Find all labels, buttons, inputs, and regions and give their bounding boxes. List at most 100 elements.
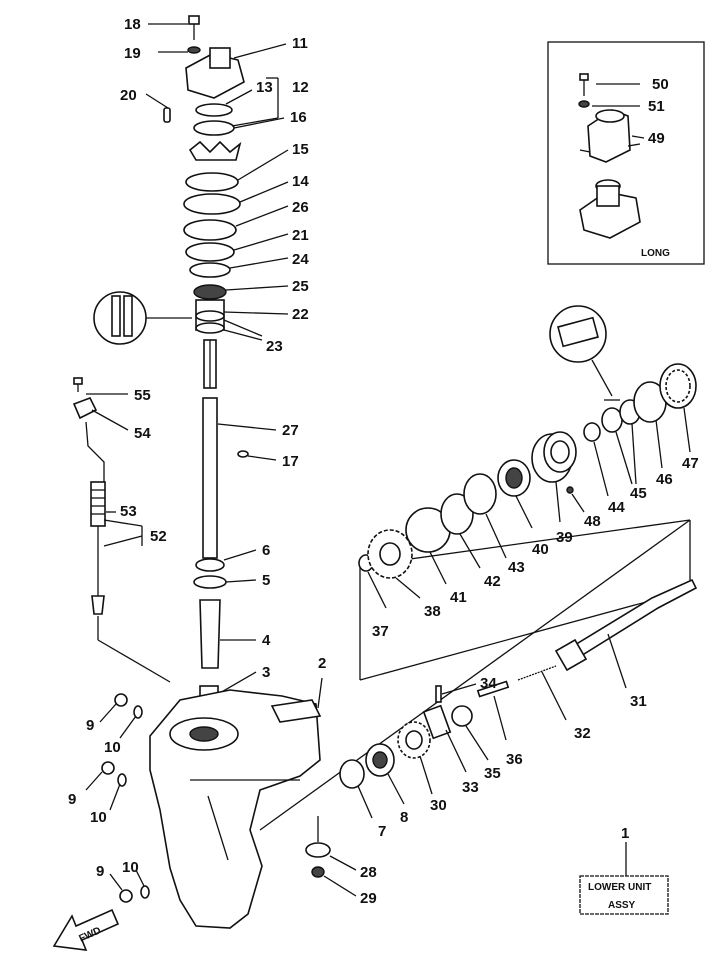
leaders-prop-shaft (357, 633, 627, 819)
callout-44: 44 (608, 499, 625, 516)
part-2-lower-casing (149, 689, 322, 929)
part-16-impeller-blades (188, 140, 242, 161)
part-33-clutch (422, 704, 452, 740)
part-26-plate (183, 219, 237, 241)
callout-47: 47 (682, 455, 699, 472)
callout-10-upper: 10 (104, 739, 121, 756)
leader-2 (317, 677, 323, 709)
part-23-oil-seal-upper (195, 310, 225, 322)
callout-31: 31 (630, 693, 647, 710)
part-21-gasket (185, 242, 235, 262)
leaders-gear-stack (367, 407, 691, 609)
callout-43: 43 (508, 559, 525, 576)
callout-22: 22 (292, 306, 309, 323)
callout-32: 32 (574, 725, 591, 742)
part-27-drive-shaft (202, 397, 218, 559)
callout-53: 53 (120, 503, 137, 520)
part-39-bearing-housing (531, 431, 577, 483)
callout-18: 18 (124, 16, 141, 33)
part-4-tube (199, 599, 221, 669)
callout-14: 14 (292, 173, 309, 190)
callout-49: 49 (648, 130, 665, 147)
callout-52: 52 (150, 528, 167, 545)
callout-10-lower: 10 (122, 859, 139, 876)
callout-48: 48 (584, 513, 601, 530)
callout-12: 12 (292, 79, 309, 96)
grease-tube-icon (93, 291, 192, 345)
callout-17: 17 (282, 453, 299, 470)
callout-9-upper: 9 (86, 717, 94, 734)
callout-24: 24 (292, 251, 309, 268)
callout-25: 25 (292, 278, 309, 295)
callout-46: 46 (656, 471, 673, 488)
part-40-bearing (497, 459, 531, 497)
assy-label-line1: LOWER UNIT (588, 882, 651, 893)
grease-tube-icon-seals (549, 305, 620, 401)
callout-45: 45 (630, 485, 647, 502)
callout-40: 40 (532, 541, 549, 558)
part-24-ring (189, 262, 231, 278)
part-28-anode (305, 842, 331, 858)
callout-36: 36 (506, 751, 523, 768)
part-15-plate (185, 172, 239, 192)
callout-5: 5 (262, 572, 270, 589)
fwd-arrow-icon: FWD (52, 908, 120, 951)
part-32-spring (517, 665, 557, 681)
part-19-washer (187, 46, 201, 54)
part-5-seal (193, 575, 227, 589)
leader-49 (631, 135, 645, 139)
callout-4: 4 (262, 632, 271, 649)
part-55-screw (73, 377, 83, 392)
part-16-impeller (193, 120, 235, 136)
callout-55: 55 (134, 387, 151, 404)
callout-42: 42 (484, 573, 501, 590)
part-38-forward-gear (367, 529, 413, 579)
callout-41: 41 (450, 589, 467, 606)
part-17-pin (237, 450, 249, 458)
part-30-pinion-gear (397, 721, 431, 759)
callout-9-lower: 9 (96, 863, 104, 880)
part-42-shim (440, 493, 474, 535)
part-54-bracket (72, 396, 98, 420)
callout-1: 1 (621, 825, 629, 842)
part-20-pin (163, 107, 171, 123)
callout-34: 34 (480, 675, 497, 692)
callout-19: 19 (124, 45, 141, 62)
part-18-bolt (188, 15, 200, 40)
part-25-seal (193, 284, 227, 300)
callout-8: 8 (400, 809, 408, 826)
lower-unit-assy-box (579, 875, 669, 915)
part-45-oil-seal-inner (601, 407, 623, 433)
leaders-pump-stack (145, 23, 289, 695)
part-47-ring-nut (659, 363, 697, 409)
part-13-insert (195, 103, 233, 117)
callout-13: 13 (256, 79, 273, 96)
inset-long-label: LONG (641, 248, 670, 259)
part-35-ring (451, 705, 473, 727)
callout-3: 3 (262, 664, 270, 681)
callout-16: 16 (290, 109, 307, 126)
part-52-shift-rod (85, 421, 106, 615)
callout-10-middle: 10 (90, 809, 107, 826)
callout-26: 26 (292, 199, 309, 216)
callout-39: 39 (556, 529, 573, 546)
part-43-shim (463, 473, 497, 515)
part-48-ball (566, 486, 574, 494)
part-44-needle-bearing (583, 422, 601, 442)
part-11-pump-housing (185, 47, 245, 99)
part-14-gasket (183, 193, 241, 215)
callout-35: 35 (484, 765, 501, 782)
inset-bolt (579, 73, 589, 96)
callout-27: 27 (282, 422, 299, 439)
callout-7: 7 (378, 823, 386, 840)
callout-38: 38 (424, 603, 441, 620)
inset-lower-housing (579, 179, 641, 239)
callout-9-middle: 9 (68, 791, 76, 808)
callout-2: 2 (318, 655, 326, 672)
assy-label-line2: ASSY (608, 900, 636, 911)
fasteners-left (85, 693, 150, 903)
part-6-bushing (195, 558, 225, 572)
long-inset-box (547, 41, 705, 265)
